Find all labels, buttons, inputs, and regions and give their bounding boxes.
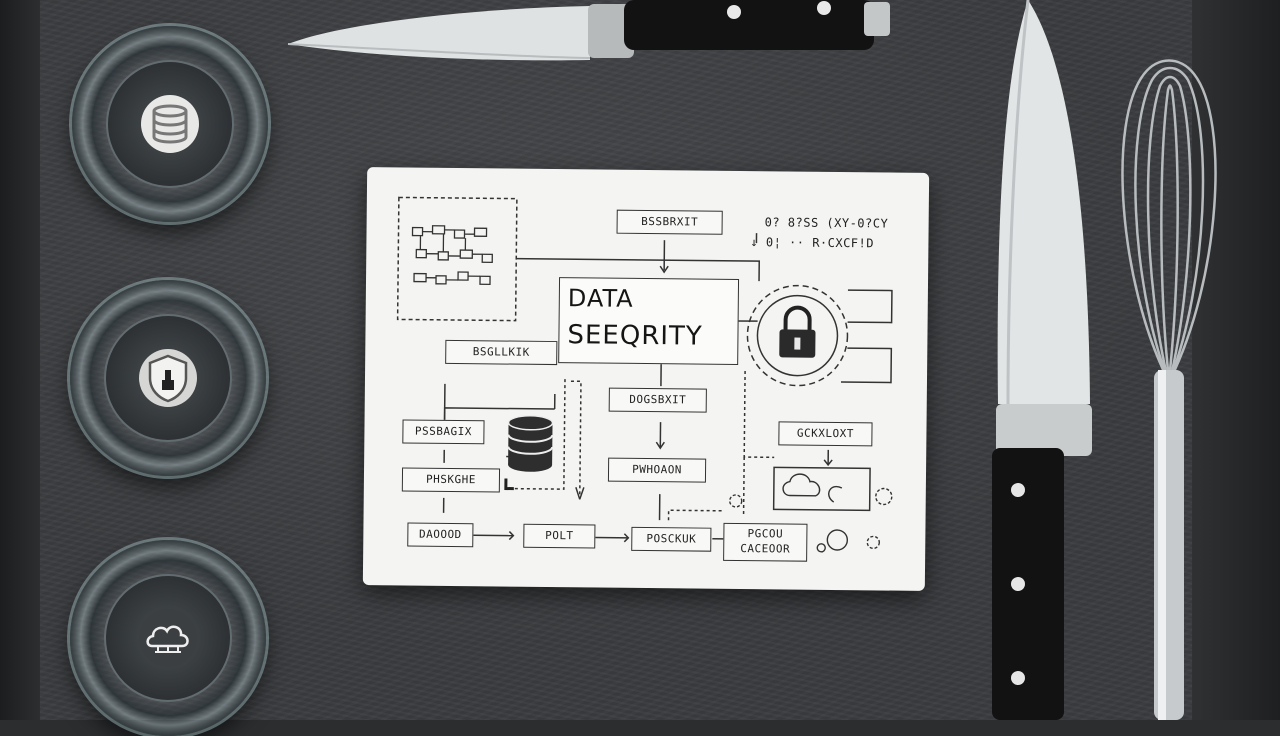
label-center-a: DOGSBXIT — [608, 387, 707, 413]
label-left-mid: BSGLLKIK — [445, 339, 558, 366]
label-left-b: PHSKGHE — [401, 467, 501, 493]
padlock-icon — [779, 305, 816, 358]
chef-knife — [992, 0, 1092, 720]
label-top-box: BSSBRXIT — [616, 209, 723, 235]
label-left-a: PSSBAGIX — [402, 419, 485, 445]
label-bottom-right-a: POSCKUK — [631, 526, 712, 552]
label-center-b: PWHOAON — [607, 457, 707, 483]
label-bottom-mid: POLT — [523, 523, 596, 549]
cloud-icon — [139, 609, 197, 667]
glass-bowl-top — [72, 26, 268, 222]
title-line-2: SEEQRITY — [567, 320, 703, 352]
shield-icon — [139, 349, 197, 407]
label-bottom-right-b-line2: CACEOOR — [740, 541, 791, 556]
title-box: DATA SEEQRITY — [558, 277, 740, 365]
glass-bowl-bottom — [70, 540, 266, 736]
glass-bowl-middle — [70, 280, 266, 476]
database-icon — [504, 415, 554, 491]
title-line-1: DATA — [567, 284, 634, 313]
label-top-right-1: 0? 8?SS (XY-0?CY — [764, 215, 889, 231]
slate-edge-right — [1192, 0, 1280, 720]
whisk — [1121, 59, 1217, 720]
network-grid-icon — [411, 225, 493, 286]
data-security-diagram-card: BSSBRXIT 0? 8?SS (XY-0?CY ↓ 0¦ ·· R·CXCF… — [362, 167, 930, 591]
slate-edge-left — [0, 0, 40, 720]
label-right-box: GCKXLOXT — [778, 421, 873, 447]
label-top-right-2: ↓ 0¦ ·· R·CXCF!D — [750, 235, 875, 251]
paring-knife — [287, 0, 890, 61]
cloud-icon — [729, 473, 893, 553]
label-left-c: DAOOOD — [407, 522, 474, 548]
database-icon — [141, 95, 199, 153]
label-bottom-right-b: PGCOU CACEOOR — [723, 522, 808, 562]
label-bottom-right-b-line1: PGCOU — [747, 527, 784, 541]
diagram-lines — [396, 196, 893, 553]
